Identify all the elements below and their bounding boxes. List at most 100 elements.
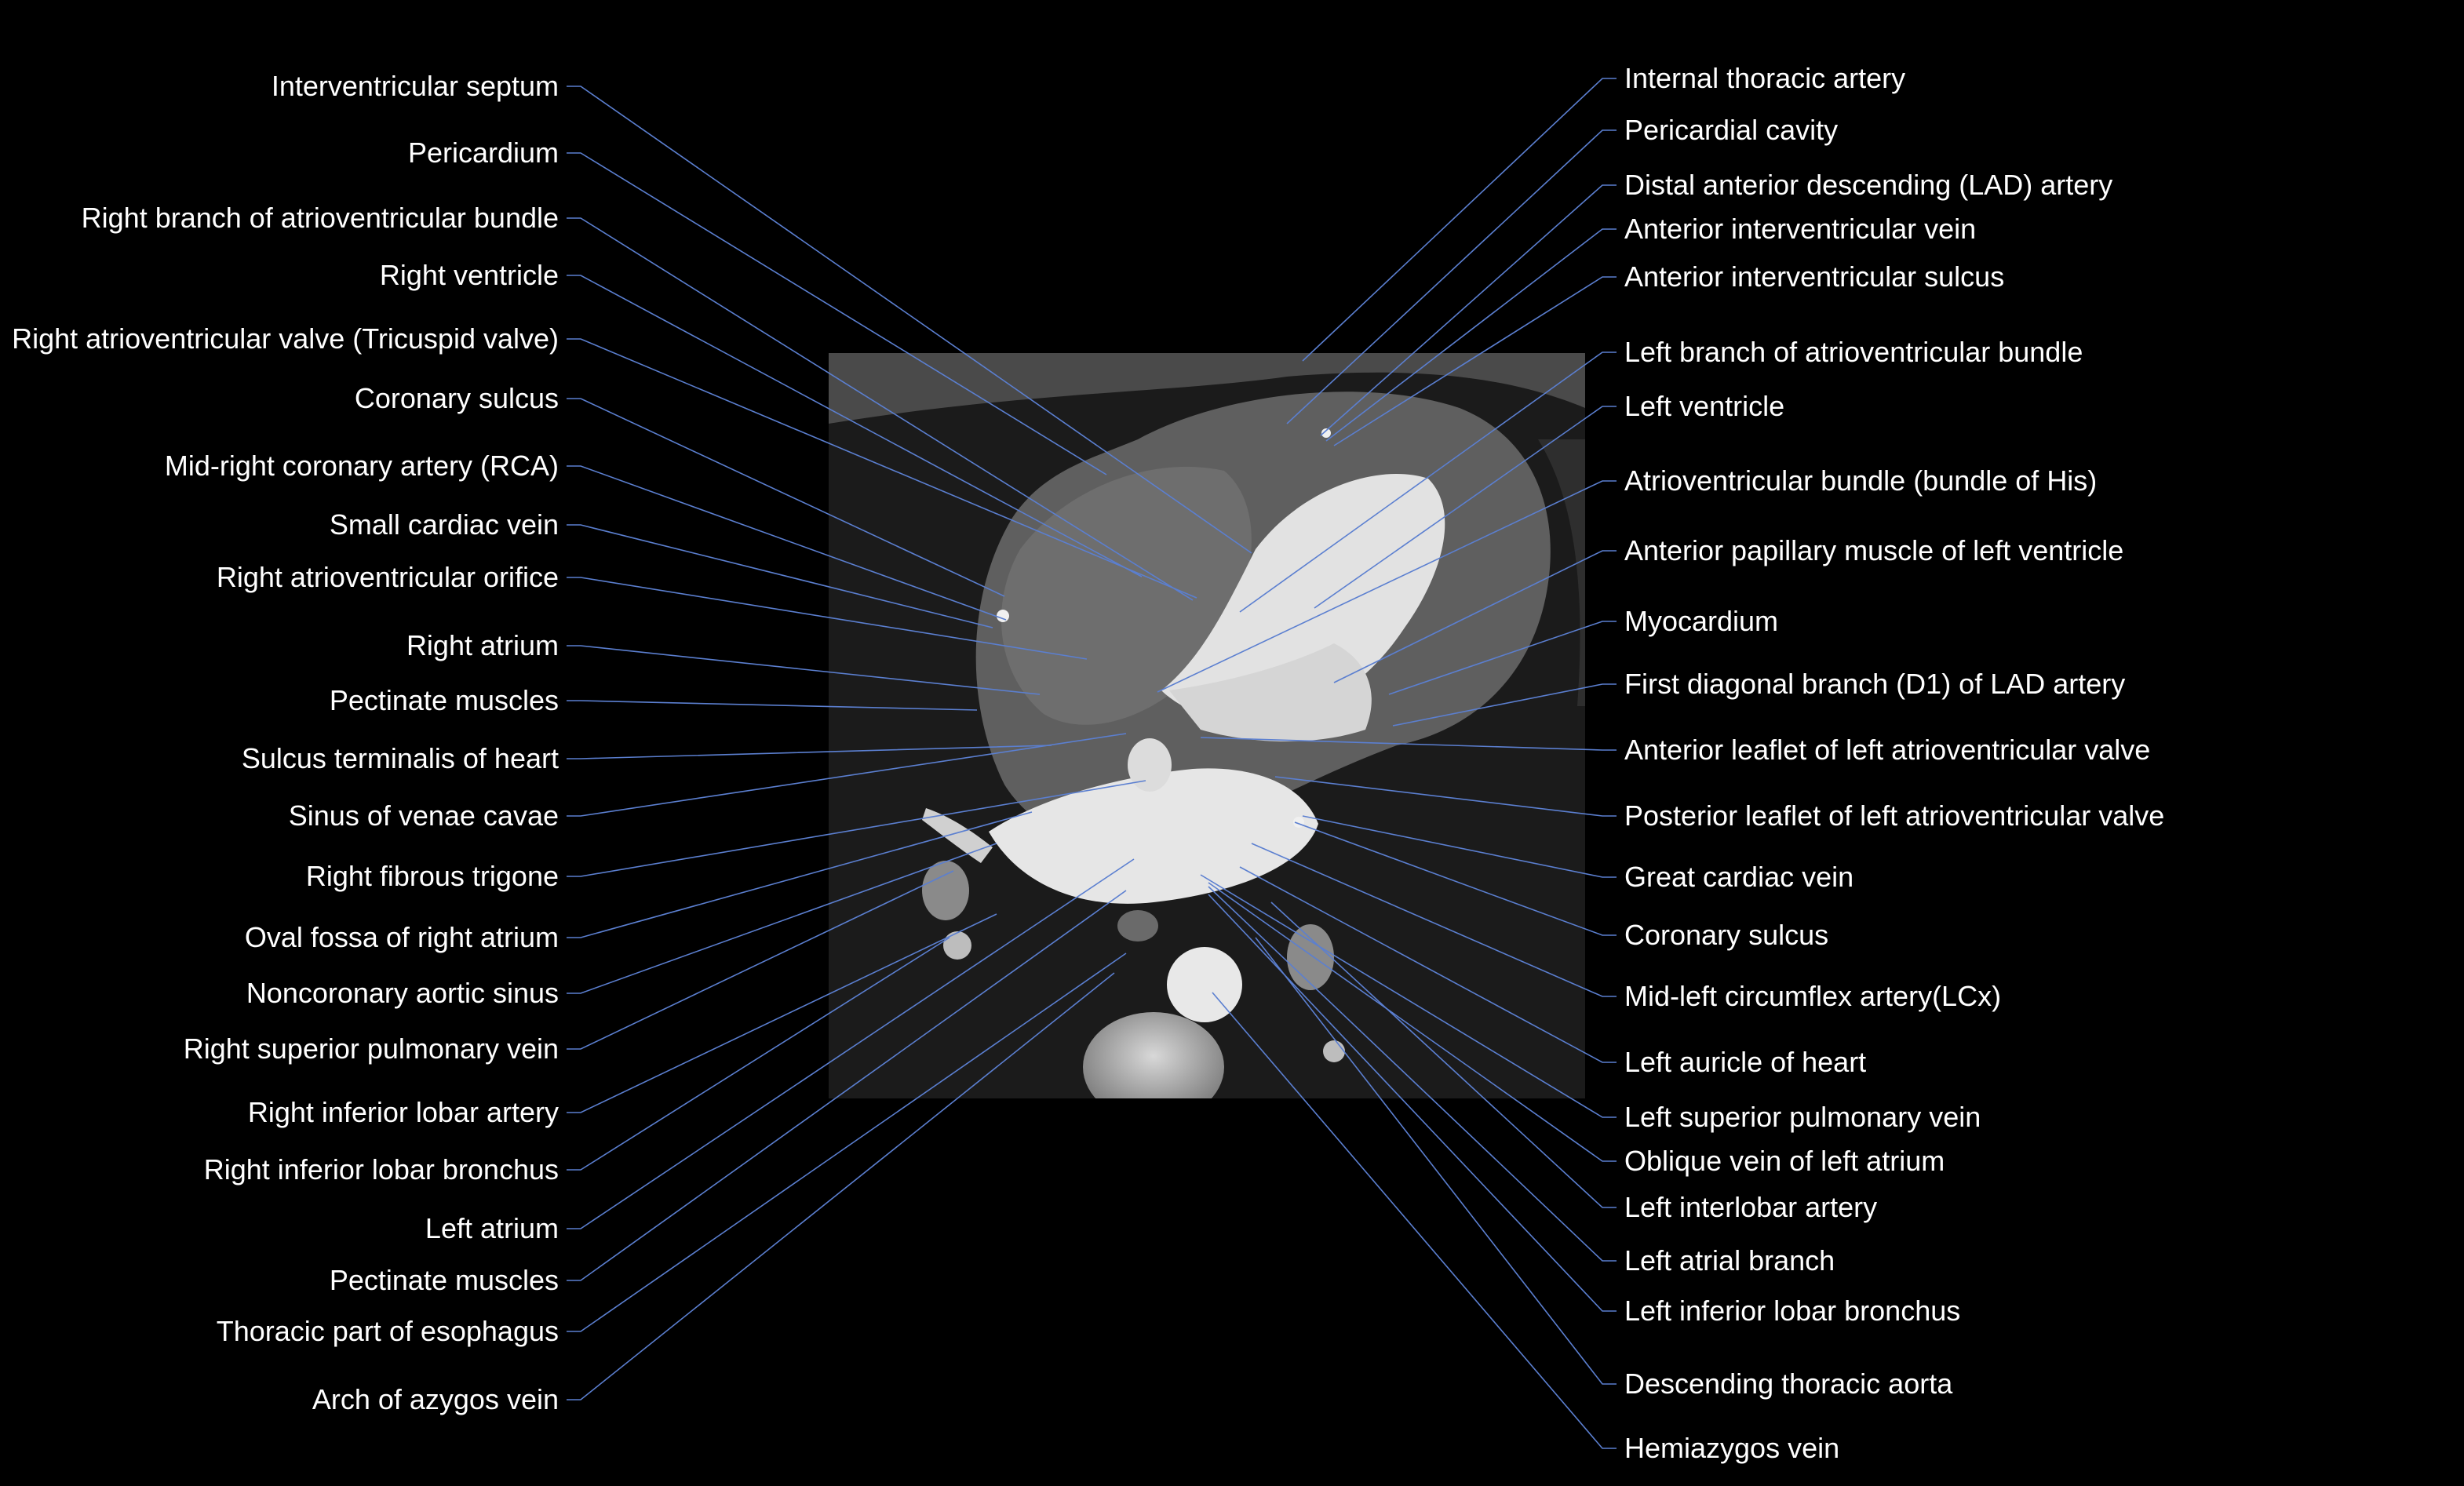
label-left-small-cardiac-vein: Small cardiac vein	[330, 508, 559, 541]
label-right-anterior-interventricular-vein: Anterior interventricular vein	[1624, 213, 1976, 245]
lv-chamber	[1169, 643, 1372, 741]
label-left-right-atrium: Right atrium	[406, 629, 559, 661]
rib-left	[943, 931, 971, 960]
leader-right-left-ventricle	[1314, 406, 1617, 609]
label-left-pericardium: Pericardium	[408, 137, 559, 169]
leader-left-right-ventricle	[567, 275, 1143, 577]
label-right-hemiazygos-vein: Hemiazygos vein	[1624, 1432, 1839, 1464]
leader-left-sulcus-terminalis-of-heart	[567, 745, 1052, 759]
leader-right-left-superior-pulmonary-vein	[1200, 874, 1617, 1118]
esophagus	[1117, 910, 1158, 941]
leader-right-myocardium	[1388, 621, 1617, 695]
label-left-coronary-sulcus: Coronary sulcus	[355, 382, 559, 414]
label-right-internal-thoracic-artery: Internal thoracic artery	[1624, 62, 1905, 94]
label-right-left-superior-pulmonary-vein: Left superior pulmonary vein	[1624, 1101, 1981, 1133]
label-right-coronary-sulcus: Coronary sulcus	[1624, 919, 1828, 951]
descending-aorta	[1167, 947, 1242, 1022]
leader-left-noncoronary-aortic-sinus	[567, 843, 997, 994]
left-pulmonary-vessel	[1287, 924, 1334, 990]
leader-right-anterior-leaflet-of-left-atrioventricular-valve	[1200, 737, 1617, 751]
leader-right-hemiazygos-vein	[1212, 992, 1617, 1449]
leader-right-oblique-vein-of-left-atrium	[1208, 882, 1617, 1162]
label-right-left-inferior-lobar-bronchus: Left inferior lobar bronchus	[1624, 1295, 1960, 1327]
label-right-pericardial-cavity: Pericardial cavity	[1624, 114, 1838, 146]
label-left-right-atrioventricular-orifice: Right atrioventricular orifice	[217, 561, 559, 593]
label-right-posterior-leaflet-of-left-atrioventricular-valve: Posterior leaflet of left atrioventricul…	[1624, 799, 2164, 832]
leader-left-sinus-of-venae-cavae	[567, 733, 1127, 817]
label-left-right-fibrous-trigone: Right fibrous trigone	[306, 860, 559, 892]
label-left-right-ventricle: Right ventricle	[380, 259, 559, 291]
label-right-myocardium: Myocardium	[1624, 605, 1778, 637]
leader-left-right-branch-of-atrioventricular-bundle	[567, 217, 1194, 601]
leader-left-arch-of-azygos-vein	[567, 972, 1115, 1400]
leader-left-right-atrioventricular-orifice	[567, 577, 1088, 660]
label-left-right-superior-pulmonary-vein: Right superior pulmonary vein	[184, 1033, 559, 1065]
leader-right-posterior-leaflet-of-left-atrioventricular-valve	[1274, 776, 1617, 817]
label-right-distal-anterior-descending-lad-artery: Distal anterior descending (LAD) artery	[1624, 169, 2112, 201]
leader-left-right-atrium	[567, 645, 1041, 695]
vertebra	[1083, 1012, 1224, 1098]
leader-right-descending-thoracic-aorta	[1255, 937, 1617, 1385]
leader-left-pectinate-muscles	[567, 890, 1127, 1281]
leader-left-pectinate-muscles	[567, 700, 978, 711]
label-left-right-branch-of-atrioventricular-bundle: Right branch of atrioventricular bundle	[82, 202, 559, 234]
leader-right-left-interlobar-artery	[1270, 901, 1617, 1208]
label-left-thoracic-part-of-esophagus: Thoracic part of esophagus	[217, 1315, 559, 1347]
leader-right-atrioventricular-bundle-bundle-of-his	[1157, 480, 1617, 693]
label-left-sulcus-terminalis-of-heart: Sulcus terminalis of heart	[242, 742, 559, 774]
label-left-pectinate-muscles: Pectinate muscles	[330, 1264, 559, 1296]
labels-left: Interventricular septumPericardiumRight …	[12, 70, 559, 1415]
leader-right-left-inferior-lobar-bronchus	[1208, 894, 1617, 1312]
rca-dot	[997, 610, 1009, 622]
label-right-descending-thoracic-aorta: Descending thoracic aorta	[1624, 1368, 1953, 1400]
anterior-chest-wall	[829, 353, 1585, 424]
leader-left-right-inferior-lobar-bronchus	[567, 937, 950, 1171]
label-right-great-cardiac-vein: Great cardiac vein	[1624, 861, 1853, 893]
ct-scan-image	[829, 353, 1585, 1098]
leader-right-anterior-interventricular-vein	[1325, 228, 1617, 442]
label-right-left-ventricle: Left ventricle	[1624, 390, 1784, 422]
label-left-interventricular-septum: Interventricular septum	[272, 70, 559, 102]
leader-left-right-inferior-lobar-artery	[567, 913, 997, 1113]
leader-right-internal-thoracic-artery	[1302, 78, 1617, 362]
leader-right-left-atrial-branch	[1208, 886, 1617, 1262]
label-right-atrioventricular-bundle-bundle-of-his: Atrioventricular bundle (bundle of His)	[1624, 464, 2097, 497]
label-left-right-inferior-lobar-bronchus: Right inferior lobar bronchus	[204, 1153, 559, 1186]
leader-lines-left	[567, 86, 1252, 1400]
leader-right-anterior-interventricular-sulcus	[1333, 276, 1617, 446]
leader-left-left-atrium	[567, 858, 1135, 1229]
leader-right-pericardial-cavity	[1286, 129, 1617, 424]
label-right-anterior-papillary-muscle-of-left-ventricle: Anterior papillary muscle of left ventri…	[1624, 534, 2123, 566]
leader-left-right-atrioventricular-valve-tricuspid-valve	[567, 338, 1197, 599]
label-left-oval-fossa-of-right-atrium: Oval fossa of right atrium	[245, 921, 559, 953]
label-left-left-atrium: Left atrium	[425, 1212, 559, 1244]
label-right-first-diagonal-branch-d1-of-lad-artery: First diagonal branch (D1) of LAD artery	[1624, 668, 2125, 700]
label-right-left-auricle-of-heart: Left auricle of heart	[1624, 1046, 1866, 1078]
leader-left-mid-right-coronary-artery-rca	[567, 465, 1007, 621]
leader-right-first-diagonal-branch-d1-of-lad-artery	[1392, 683, 1617, 727]
leader-lines-right	[1157, 78, 1617, 1449]
right-ventricle-shape	[1001, 466, 1252, 725]
leader-left-thoracic-part-of-esophagus	[567, 952, 1127, 1332]
aortic-root	[1128, 738, 1172, 792]
label-right-left-atrial-branch: Left atrial branch	[1624, 1244, 1835, 1277]
rib-right	[1323, 1040, 1345, 1062]
label-right-anterior-interventricular-sulcus: Anterior interventricular sulcus	[1624, 260, 2004, 293]
leader-right-coronary-sulcus	[1294, 821, 1617, 936]
leader-left-oval-fossa-of-right-atrium	[567, 811, 1033, 938]
leader-right-great-cardiac-vein	[1302, 815, 1617, 878]
label-right-oblique-vein-of-left-atrium: Oblique vein of left atrium	[1624, 1145, 1945, 1177]
leader-left-pericardium	[567, 152, 1107, 475]
label-left-noncoronary-aortic-sinus: Noncoronary aortic sinus	[246, 977, 559, 1009]
leader-right-anterior-papillary-muscle-of-left-ventricle	[1333, 550, 1617, 683]
leader-left-interventricular-septum	[567, 86, 1252, 554]
leader-right-mid-left-circumflex-artery-lcx	[1251, 843, 1617, 997]
leader-left-coronary-sulcus	[567, 398, 1005, 597]
left-atrium-shape	[989, 768, 1318, 904]
leader-right-distal-anterior-descending-lad-artery	[1320, 184, 1617, 436]
leader-right-left-branch-of-atrioventricular-bundle	[1239, 351, 1617, 613]
label-right-left-branch-of-atrioventricular-bundle: Left branch of atrioventricular bundle	[1624, 336, 2083, 368]
label-left-mid-right-coronary-artery-rca: Mid-right coronary artery (RCA)	[165, 450, 559, 482]
